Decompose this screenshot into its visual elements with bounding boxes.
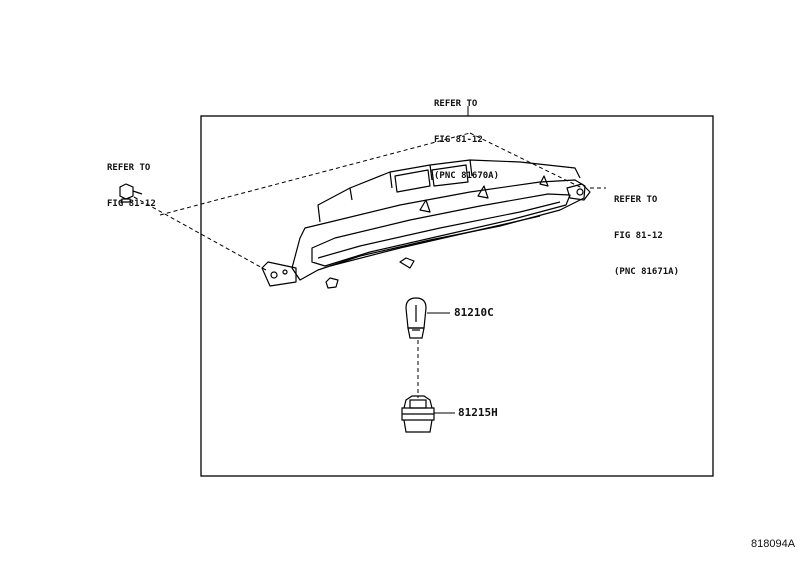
right-callout-line-3: (PNC 81671A) — [614, 267, 680, 277]
part-number-socket: 81215H — [458, 406, 498, 419]
top-callout-line-3: (PNC 81670A) — [434, 171, 500, 181]
top-callout-line-2: FIG 81-12 — [434, 135, 483, 145]
top-callout: REFER TO FIG 81-12 (PNC 81670A) — [434, 74, 499, 194]
screw-icon — [119, 183, 143, 203]
left-callout-line-1: REFER TO — [107, 163, 151, 173]
right-callout-line-1: REFER TO — [614, 195, 658, 205]
socket-icon — [401, 395, 435, 433]
right-callout: REFER TO FIG 81-12 (PNC 81671A) — [614, 170, 679, 290]
alignment-dashes — [133, 132, 606, 398]
left-callout: REFER TO FIG 81-12 — [107, 138, 156, 222]
figure-code: 818094A — [751, 538, 796, 550]
left-callout-line-2: FIG 81-12 — [107, 199, 156, 209]
part-number-bulb: 81210C — [454, 306, 494, 319]
bulb-icon — [405, 297, 427, 339]
right-callout-line-2: FIG 81-12 — [614, 231, 663, 241]
assembly-frame — [200, 115, 714, 477]
top-callout-line-1: REFER TO — [434, 99, 478, 109]
stop-lamp-housing — [261, 159, 591, 289]
